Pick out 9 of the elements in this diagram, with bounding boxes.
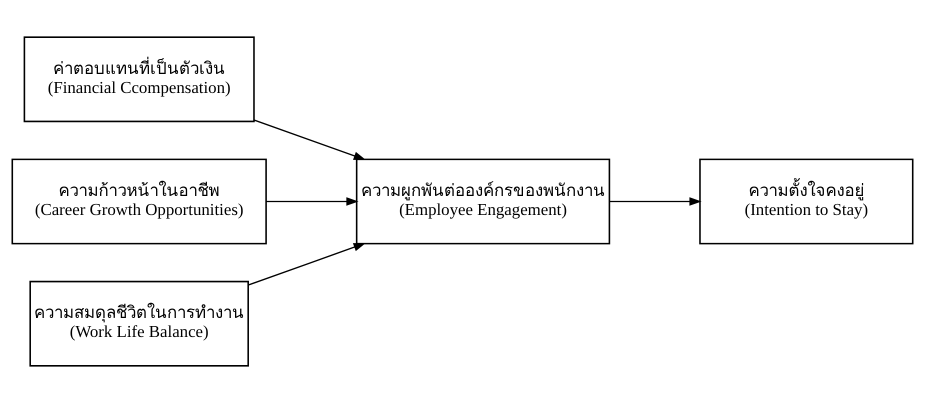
arrow <box>266 197 359 206</box>
node-box: ความผูกพันต่อองค์กรของพนักงาน (Employee Engagement) <box>356 158 610 244</box>
arrow <box>248 243 366 286</box>
node-box: ความตั้งใจคงอยู่ (Intention to Stay) <box>699 158 914 244</box>
node-box: ความสมดุลชีวิตในการทำงาน (Work Life Balance) <box>29 280 249 367</box>
arrow <box>610 197 702 206</box>
node-box: ค่าตอบแทนที่เป็นตัวเงิน (Financial Ccompensation) <box>24 36 255 122</box>
node-box: ความก้าวหน้าในอาชีพ (Career Growth Opportunities) <box>12 158 267 244</box>
arrow <box>254 119 366 160</box>
